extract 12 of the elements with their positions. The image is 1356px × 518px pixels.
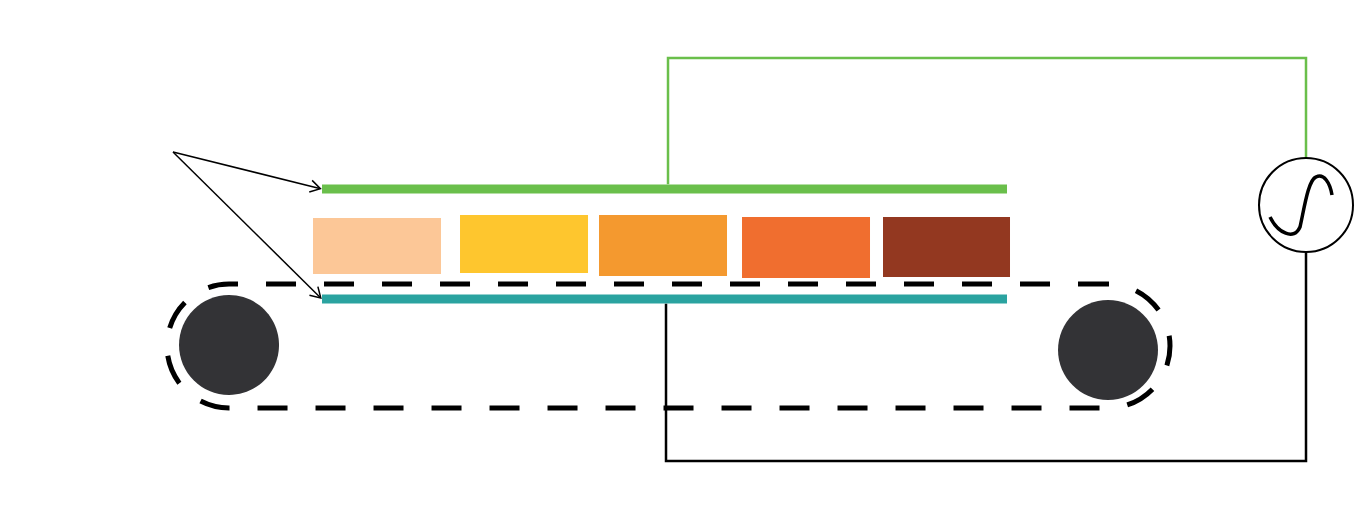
wire [664,253,1308,463]
leader-line [172,151,322,299]
product-box [883,217,1010,277]
electrode-plate [322,294,1007,304]
product-box [460,215,588,273]
electrode-plate [322,184,1007,194]
ac-source-symbol [1258,157,1354,253]
product-box [742,217,870,278]
wire [666,56,1308,185]
product-box [599,215,727,276]
product-box [313,218,441,274]
leader-line [172,151,322,193]
